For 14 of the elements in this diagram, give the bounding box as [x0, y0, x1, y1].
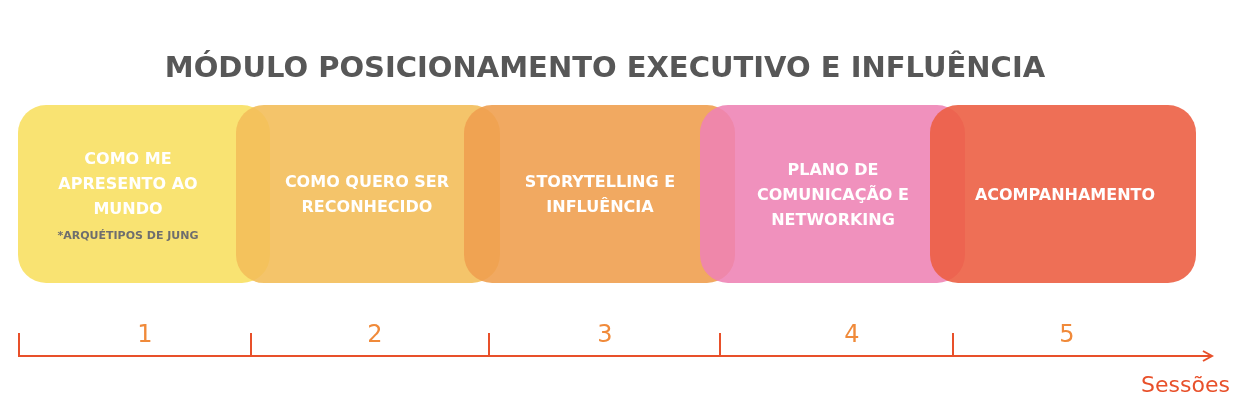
stage-box [930, 105, 1196, 283]
stage-title: COMO ME APRESENTO AO MUNDO [57, 148, 199, 220]
title: MÓDULO POSICIONAMENTO EXECUTIVO E INFLUÊNCIA [163, 50, 1047, 84]
session-number: 4 [843, 320, 861, 348]
stage-title: COMO QUERO SER RECONHECIDO [283, 171, 451, 218]
stage-title: PLANO DE COMUNICAÇÃO E NETWORKING [756, 158, 910, 231]
session-number: 5 [1058, 320, 1076, 348]
session-number: 2 [366, 320, 384, 348]
stage-note: *ARQUÉTIPOS DE JUNG [56, 229, 200, 242]
axis-label: Sessões [1140, 372, 1230, 397]
session-number: 1 [136, 320, 154, 348]
stage-title: ACOMPANHAMENTO [973, 183, 1157, 206]
session-number: 3 [596, 320, 614, 348]
stage-title: STORYTELLING E INFLUÊNCIA [523, 171, 677, 218]
